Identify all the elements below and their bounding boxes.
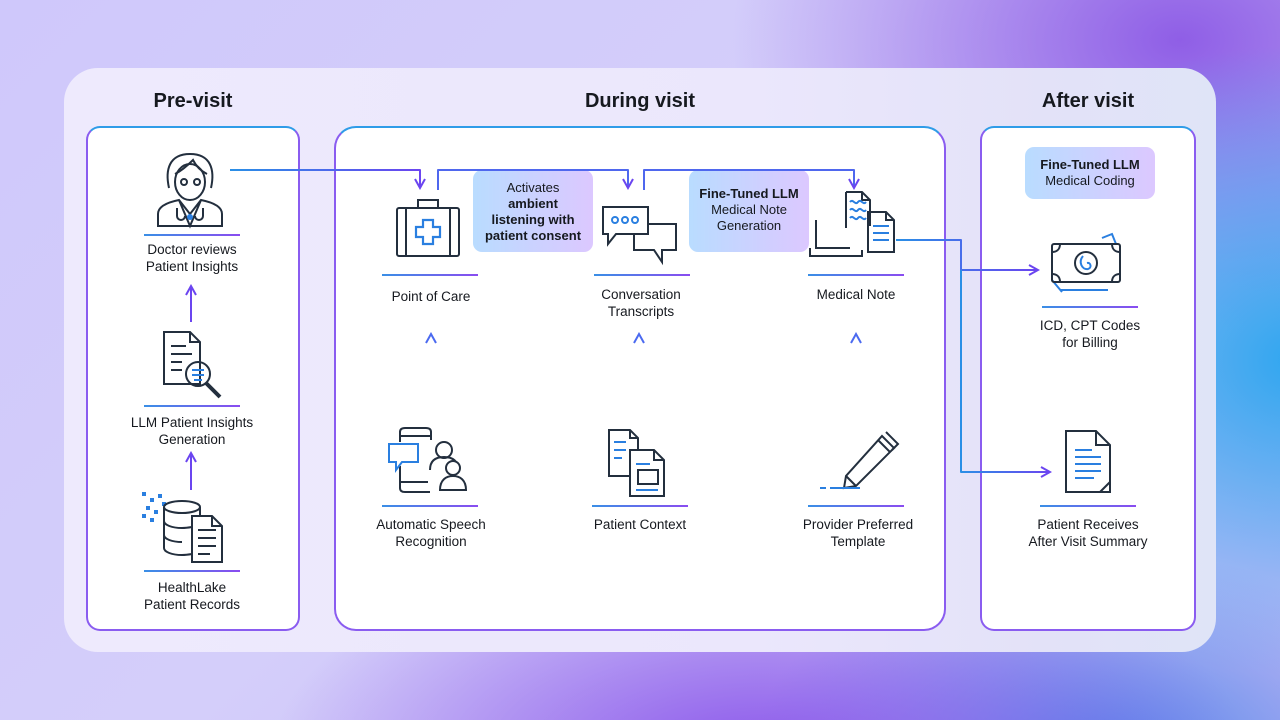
point-of-care-label: Point of Care: [391, 289, 471, 304]
healthlake-label: HealthLake Patient Records: [143, 580, 241, 612]
asr-label: Automatic Speech Recognition: [376, 517, 486, 549]
doctor-underline: [144, 234, 240, 236]
healthlake-underline: [144, 570, 240, 572]
summary-label: Patient Receives After Visit Summary: [1028, 517, 1148, 549]
medical-note-label: Medical Note: [816, 287, 896, 302]
note-generation-note: Fine-Tuned LLM Medical Note Generation: [689, 170, 809, 252]
after-visit-box: [980, 126, 1196, 631]
chat-bubbles-icon: [602, 206, 677, 266]
database-icon: [142, 492, 223, 563]
asr-underline: [382, 505, 478, 507]
llm-insights-underline: [144, 405, 240, 407]
medical-kit-icon: [396, 199, 460, 257]
icd-cpt-label: ICD, CPT Codes for Billing: [1039, 318, 1141, 350]
ambient-note-line1: Activates: [506, 180, 560, 195]
point-of-care-underline: [382, 274, 478, 276]
phone-speech-icon: [388, 427, 468, 493]
note-generation-rest: Medical Note Generation: [711, 202, 787, 233]
medical-note-underline: [808, 274, 904, 276]
patient-context-underline: [592, 505, 688, 507]
column-title-after-visit: After visit: [1041, 90, 1135, 112]
conversation-underline: [594, 274, 690, 276]
column-title-pre-visit: Pre-visit: [153, 90, 233, 112]
conversation-label: Conversation Transcripts: [601, 287, 681, 319]
documents-icon: [608, 429, 665, 497]
doctor-label: Doctor reviews Patient Insights: [145, 242, 239, 274]
summary-underline: [1040, 505, 1136, 507]
column-title-during-visit: During visit: [584, 90, 695, 112]
template-underline: [808, 505, 904, 507]
template-label: Provider Preferred Template: [802, 517, 914, 549]
during-visit-box: [334, 126, 946, 631]
document-search-icon: [163, 331, 222, 399]
patient-context-label: Patient Context: [593, 517, 687, 532]
laptop-document-icon: [809, 191, 895, 257]
medical-coding-rest: Medical Coding: [1045, 173, 1135, 188]
ambient-note-bold: ambient listening with patient consent: [484, 196, 582, 243]
doctor-icon: [157, 152, 223, 229]
summary-document-icon: [1065, 430, 1111, 493]
icd-cpt-underline: [1042, 306, 1138, 308]
medical-coding-bold: Fine-Tuned LLM: [1040, 157, 1140, 172]
money-icon: [1051, 232, 1121, 293]
pen-icon: [820, 431, 900, 490]
note-generation-bold: Fine-Tuned LLM: [699, 186, 799, 201]
medical-coding-note: Fine-Tuned LLM Medical Coding: [1025, 147, 1155, 199]
llm-insights-label: LLM Patient Insights Generation: [130, 415, 254, 447]
ambient-listening-note: Activates ambient listening with patient…: [473, 170, 593, 252]
